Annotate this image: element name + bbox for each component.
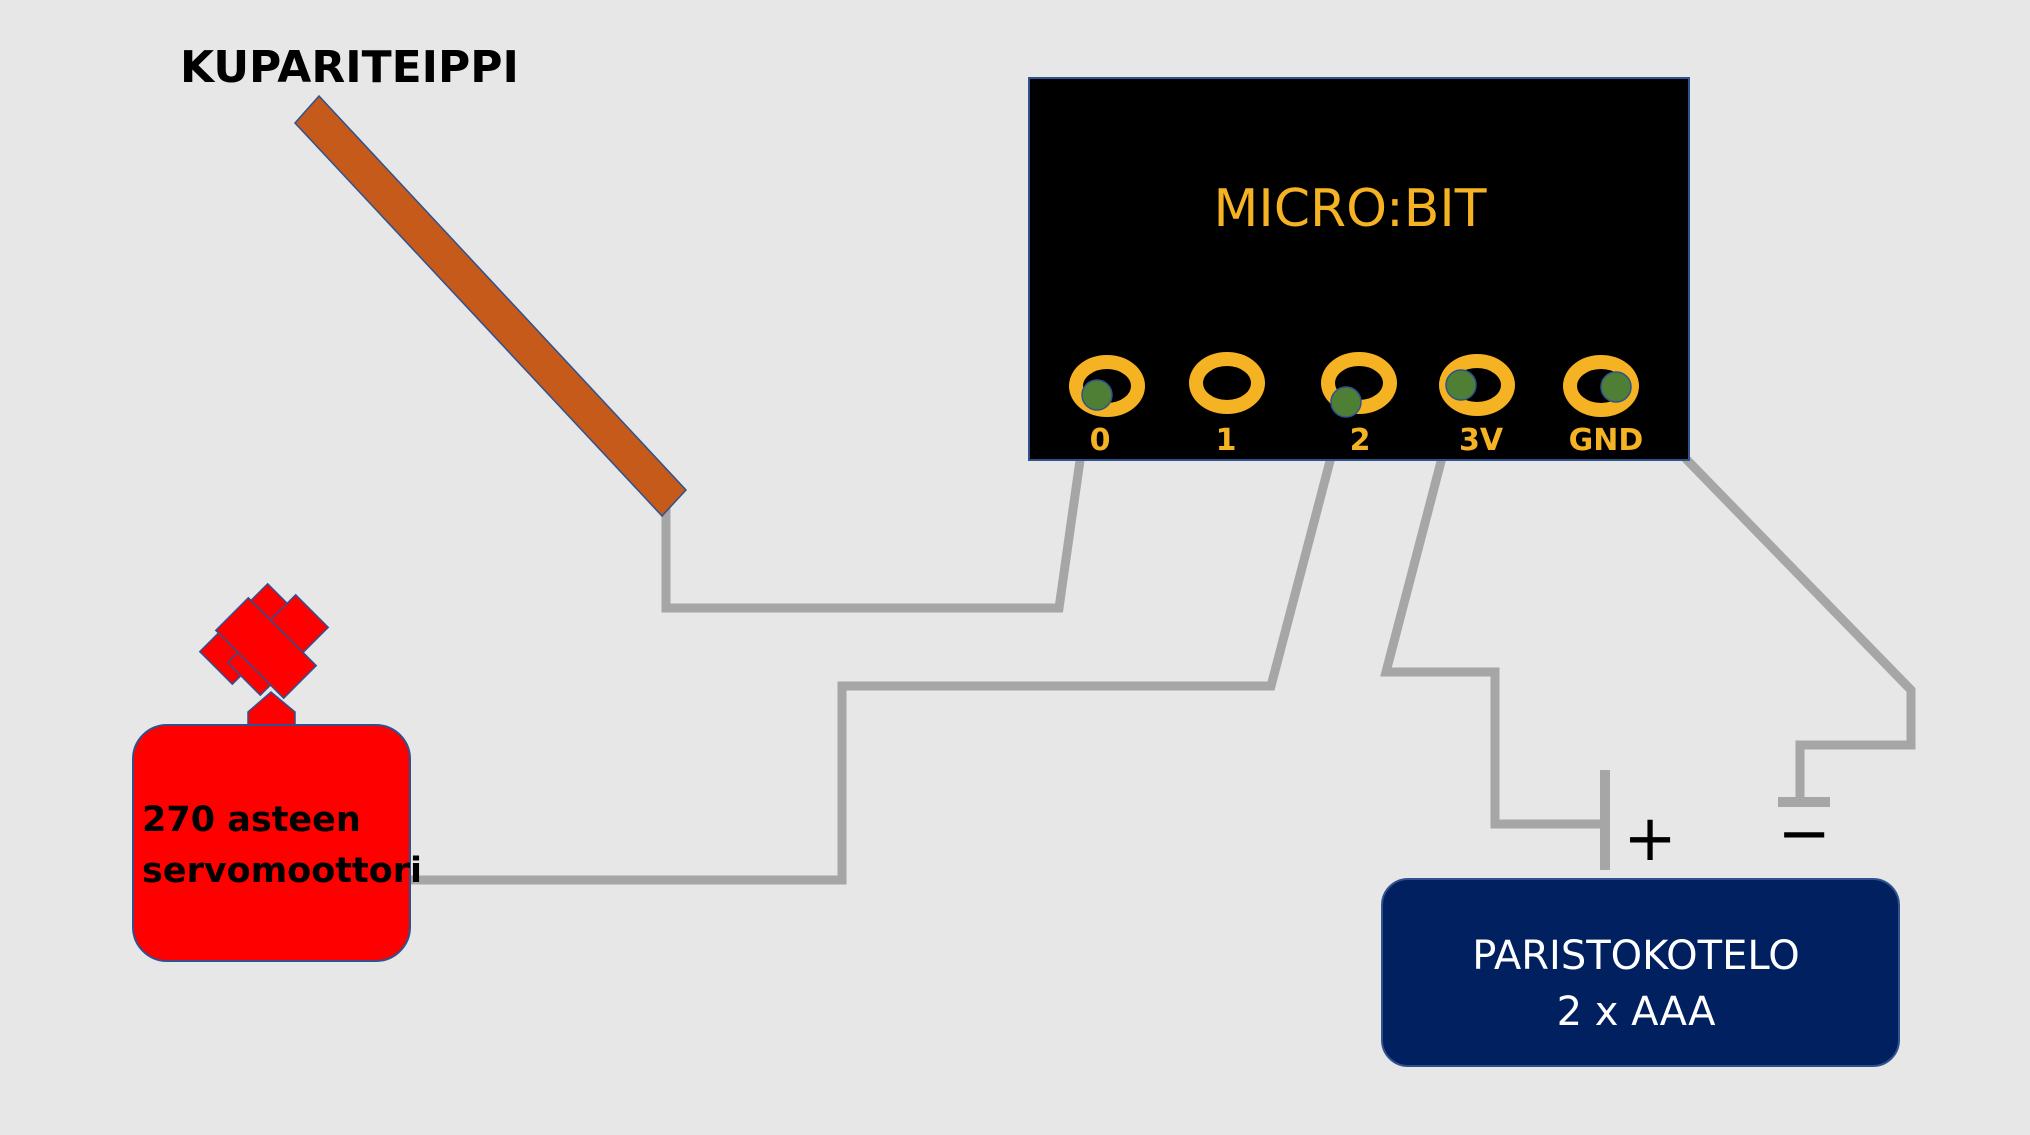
copper-tape-label: KUPARITEIPPI (180, 42, 519, 93)
wires (410, 383, 1916, 885)
battery-label-line1: PARISTOKOTELO (1472, 933, 1799, 979)
pin-label-2: 2 (1350, 423, 1371, 458)
battery-label-line2: 2 x AAA (1557, 989, 1717, 1035)
contact-pin0 (1081, 379, 1113, 411)
wire-3v-to-battery-plus (1380, 383, 1603, 829)
servo-horn (198, 582, 330, 700)
microbit-board: MICRO:BIT 0 1 2 3V GND (1028, 77, 1690, 461)
contact-pin3v (1445, 369, 1477, 401)
pin-label-3v: 3V (1459, 423, 1504, 458)
battery-terminals (1600, 770, 1830, 870)
servo-horn-cross (214, 596, 318, 700)
pin-pad-1 (1189, 352, 1265, 414)
microbit-label: MICRO:BIT (1214, 179, 1487, 239)
contact-gnd (1600, 371, 1632, 403)
copper-tape-strip (293, 94, 688, 518)
servo-motor: 270 asteen servomoottori (132, 582, 422, 962)
wire-copper-to-pin0 (661, 389, 1095, 613)
contact-pin2 (1330, 386, 1362, 418)
servo-label-line1: 270 asteen (142, 800, 361, 840)
battery-box-body (1381, 878, 1900, 1067)
wire-gnd-to-battery-minus (1612, 383, 1916, 802)
servo-body (132, 724, 411, 962)
wire-contacts (1081, 369, 1632, 418)
pin-labels: 0 1 2 3V GND (1090, 423, 1644, 458)
pin-label-1: 1 (1216, 423, 1237, 458)
servo-label-line2: servomoottori (142, 851, 422, 891)
battery-box: PARISTOKOTELO 2 x AAA (1381, 878, 1900, 1067)
pin-pad-0 (1069, 355, 1145, 417)
pin-label-0: 0 (1090, 423, 1111, 458)
battery-plus-sign: + (1623, 802, 1677, 876)
pin-pad-gnd (1563, 355, 1639, 417)
battery-minus-sign: − (1777, 797, 1831, 871)
pin-label-gnd: GND (1569, 423, 1644, 458)
copper-tape: KUPARITEIPPI (180, 42, 688, 518)
wire-servo-to-pin2 (410, 398, 1351, 885)
